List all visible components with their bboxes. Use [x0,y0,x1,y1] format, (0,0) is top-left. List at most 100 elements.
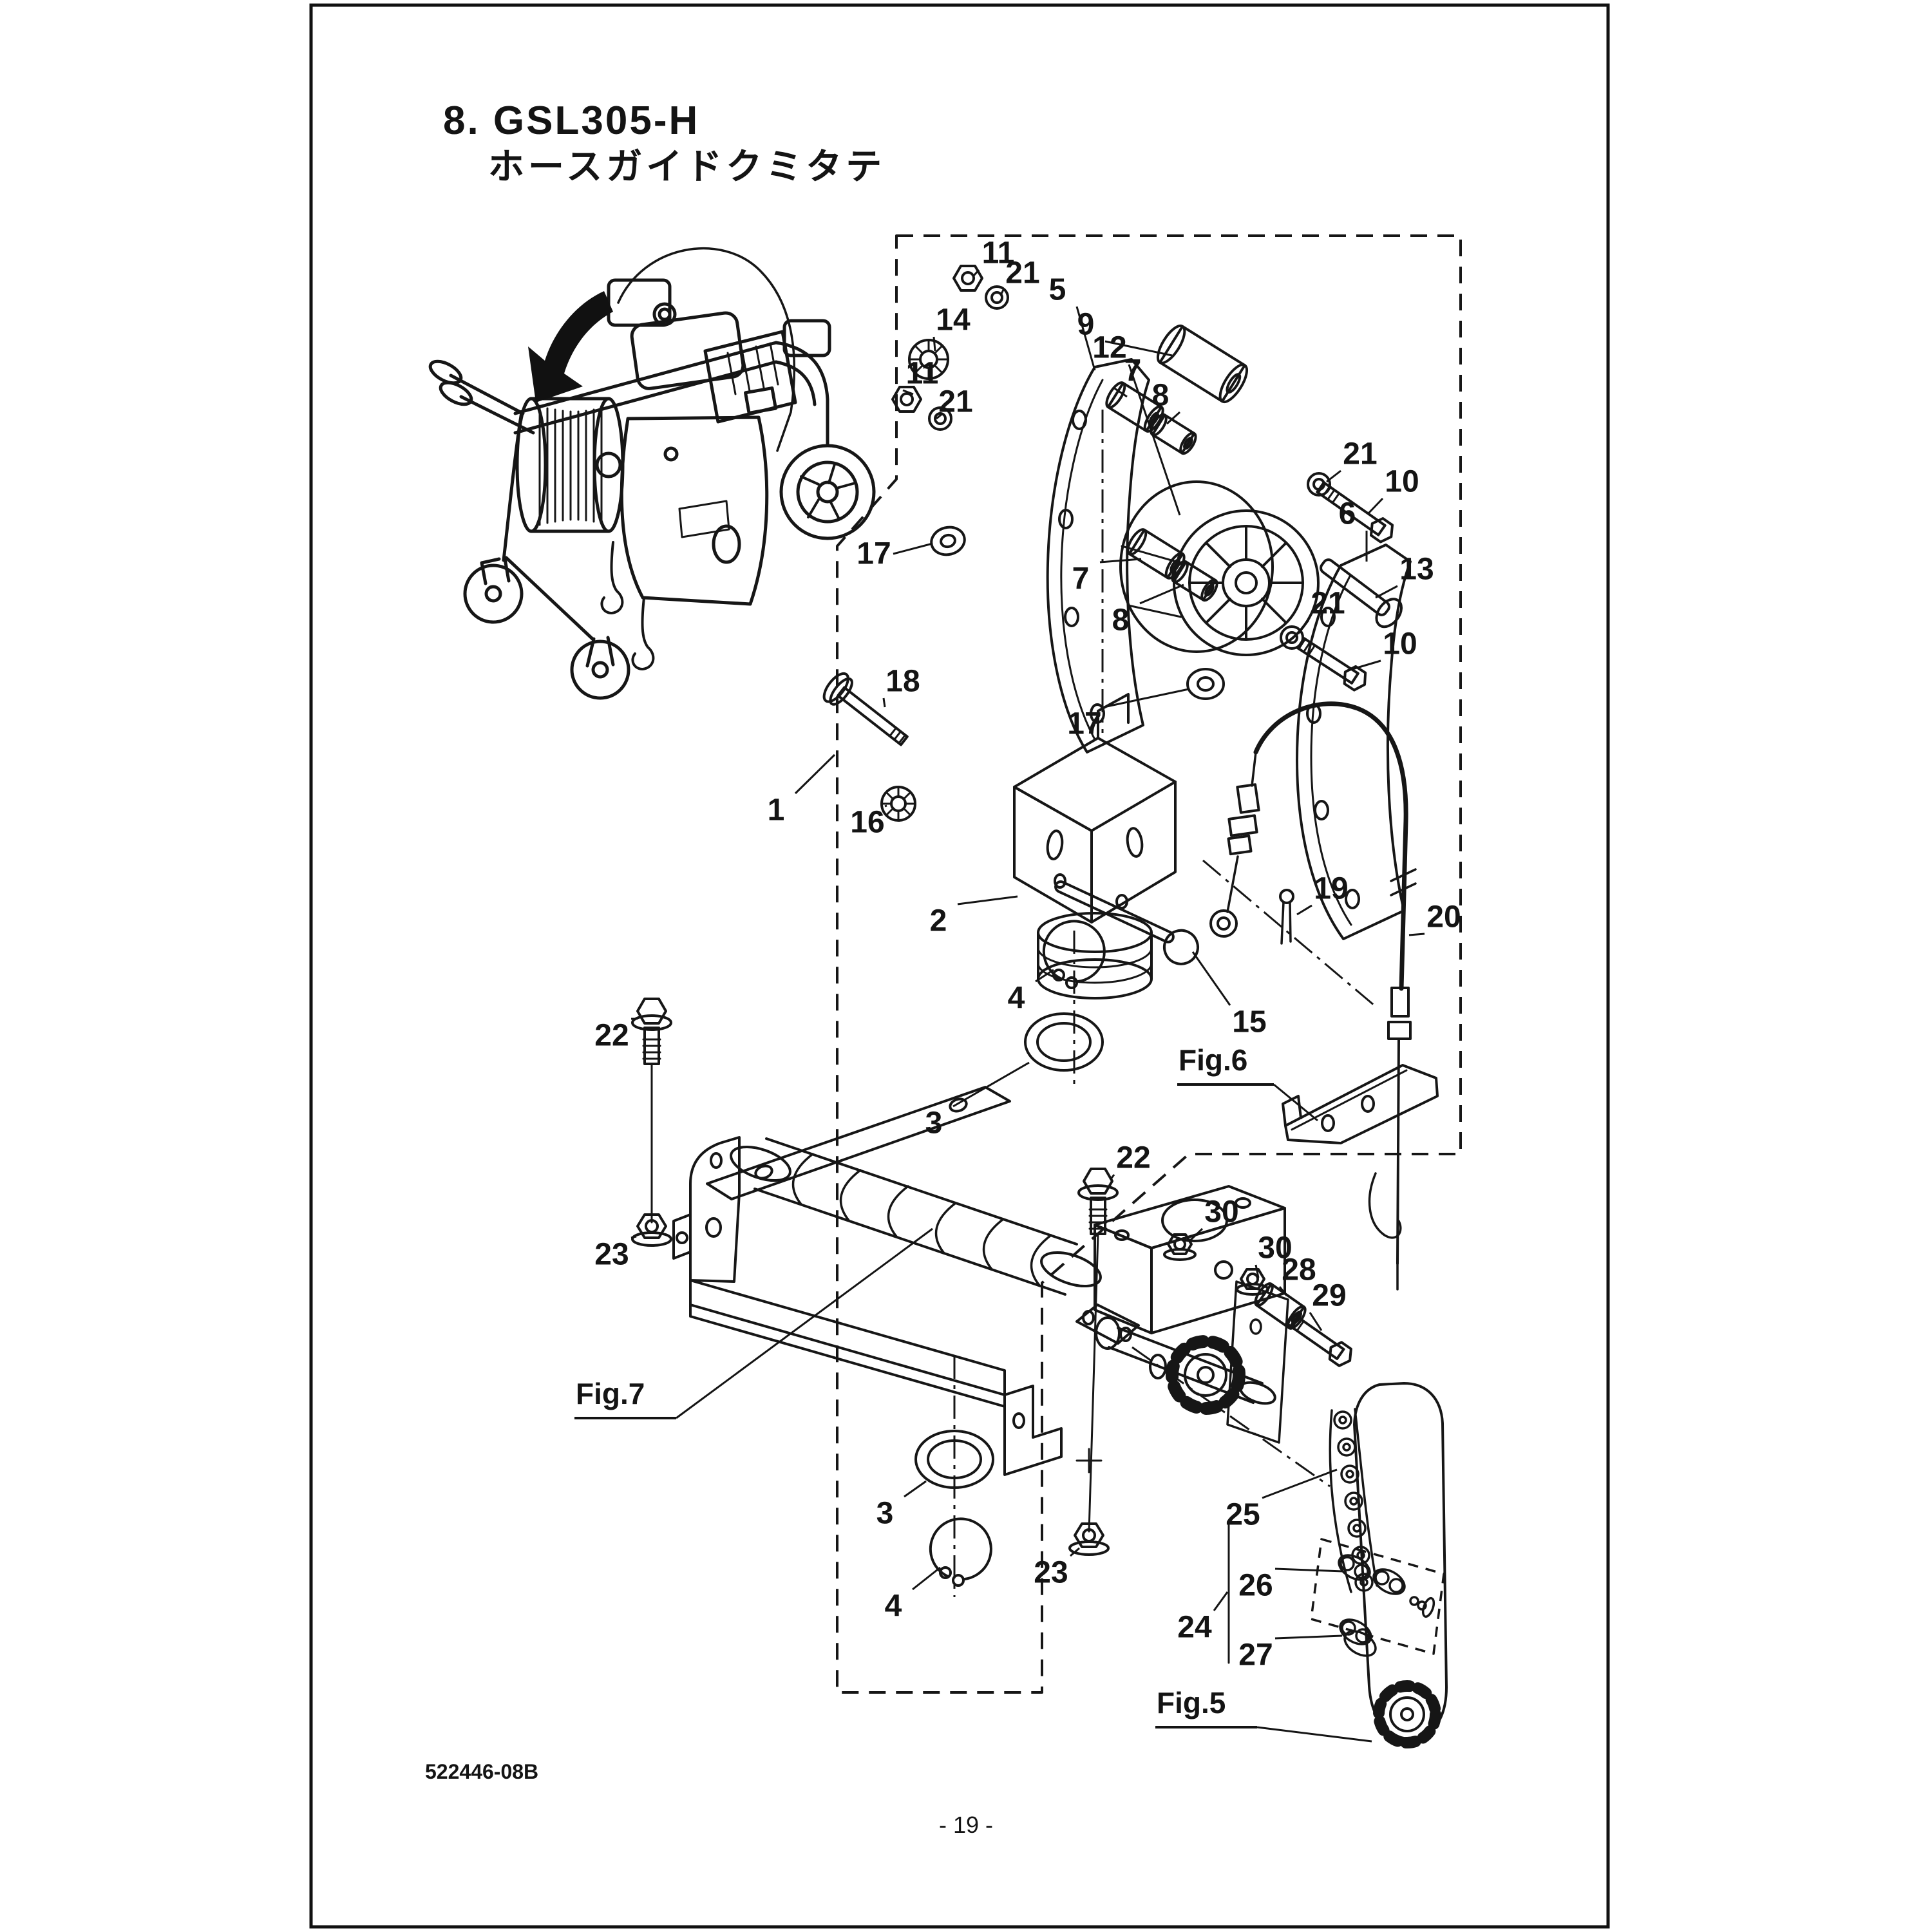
callout-11-0: 11 [982,236,1015,270]
figure-ref-Fig.7: Fig.7 [576,1377,645,1410]
doc-number: 522446-08B [425,1760,538,1783]
callout-leader-11-9 [902,389,914,395]
flat-washer-17b [1186,668,1225,700]
flange-nut-30a [1163,1233,1197,1261]
callout-13-13: 13 [1399,553,1434,587]
callout-leader-28-34 [1278,1286,1288,1296]
callout-2-23: 2 [930,904,947,938]
hex-nut-11a [952,265,983,292]
callout-leader-21-11 [1326,469,1341,483]
callout-17-19: 17 [1067,707,1101,741]
callout-10-15: 10 [1383,627,1417,661]
figure-ref-Fig.6: Fig.6 [1179,1043,1247,1077]
callout-6-8: 6 [1339,497,1356,531]
ball-pin-15 [1054,880,1199,965]
callout-14-3: 14 [936,303,971,337]
pin-13 [1320,558,1403,629]
figure-ref-Fig.5: Fig.5 [1157,1686,1226,1719]
callout-leader-4-24 [1035,969,1054,983]
flat-washer-21b [928,406,952,431]
page-number: - 19 - [939,1812,993,1838]
callout-20-28: 20 [1426,900,1461,934]
callout-leader-19-27 [1296,904,1312,916]
callout-leader-11-0 [972,269,980,276]
callout-leader-29-35 [1309,1312,1323,1331]
callout-5-2: 5 [1049,273,1066,307]
hex-nut-11b [891,386,922,413]
callout-leader-18-20 [882,697,886,708]
callout-leader-17-19 [1103,688,1189,708]
callout-leader-21-10 [936,412,943,420]
callout-25-39: 25 [1226,1498,1260,1532]
spacer-7a [1105,381,1164,433]
callout-leader-24-41 [1213,1591,1229,1611]
callout-24-41: 24 [1177,1611,1212,1645]
callout-17-18: 17 [857,537,891,571]
callout-4-24: 4 [1008,981,1025,1016]
callout-3-37: 3 [876,1497,894,1531]
callout-leader-3-37 [904,1480,927,1498]
callout-28-34: 28 [1282,1253,1316,1287]
callout-leader-9-4 [1104,340,1173,357]
callout-leader-25-39 [1262,1468,1338,1499]
flange-bolt-22a [631,998,672,1065]
flat-washer-17a [930,526,966,556]
callout-30-32: 30 [1204,1195,1238,1229]
callout-leader-8-17 [1139,583,1184,605]
flange-nut-23b [1068,1522,1110,1556]
snap-ring-4b [929,1517,992,1587]
callout-leader-23-30 [630,1235,637,1239]
callout-1-22: 1 [768,793,785,828]
callout-21-1: 21 [1005,256,1039,290]
callout-30-33: 30 [1258,1231,1292,1265]
callout-4-38: 4 [885,1589,902,1624]
callout-29-35: 29 [1312,1279,1346,1313]
callout-21-11: 21 [1343,437,1377,471]
tie-strap-27 [1339,1618,1377,1657]
callout-23-36: 23 [1034,1556,1068,1590]
nose-sprocket [1373,1680,1441,1748]
cable-20 [1209,701,1417,1291]
hex-bolt-18 [822,672,909,746]
callout-leader-4-38 [912,1566,941,1591]
callout-26-40: 26 [1238,1569,1273,1603]
flange-nut-23a [631,1213,672,1247]
callout-leader-3-25 [952,1061,1030,1108]
callout-leader-14-3 [933,336,936,352]
hex-bolt-10a [1316,481,1394,544]
callout-leader-7-6 [1113,386,1128,398]
callout-leader-30-33 [1255,1264,1260,1278]
snap-ring-4a [1042,920,1106,989]
callout-12-5: 12 [1092,331,1126,365]
callout-10-12: 10 [1385,465,1419,499]
callout-leader-21-1 [999,289,1005,296]
callout-leader-21-14 [1297,620,1310,634]
callout-leader-17-18 [893,542,933,555]
fig6-guide-bracket [1282,1064,1439,1144]
callout-leader-22-31 [1109,1174,1115,1180]
callout-leader-8-7 [1166,411,1181,425]
callout-leader-7-16 [1099,558,1142,564]
spacer-8b [1171,560,1218,602]
flat-washer-21a [985,285,1009,310]
figure-ref-leader-Fig.7 [676,1227,933,1419]
callout-leader-2-23 [957,895,1018,905]
callout-leader-13-13 [1375,585,1398,599]
callout-8-7: 8 [1152,379,1170,413]
callout-23-30: 23 [594,1238,629,1272]
callout-leader-5-2 [1075,306,1096,371]
callout-leader-30-32 [1188,1227,1204,1243]
master-links-26 [1338,1554,1435,1618]
thrust-washer-3b [914,1430,994,1489]
callout-leader-15-26 [1191,951,1231,1006]
figure-ref-leader-Fig.6 [1273,1083,1318,1122]
callout-22-29: 22 [594,1019,629,1053]
page-border [309,3,1610,1929]
star-washer-14 [908,339,949,380]
callout-leader-1-22 [794,753,836,795]
locator-arrow [528,291,613,402]
cotter-pin-19 [1279,889,1294,945]
callout-21-14: 21 [1311,587,1345,621]
